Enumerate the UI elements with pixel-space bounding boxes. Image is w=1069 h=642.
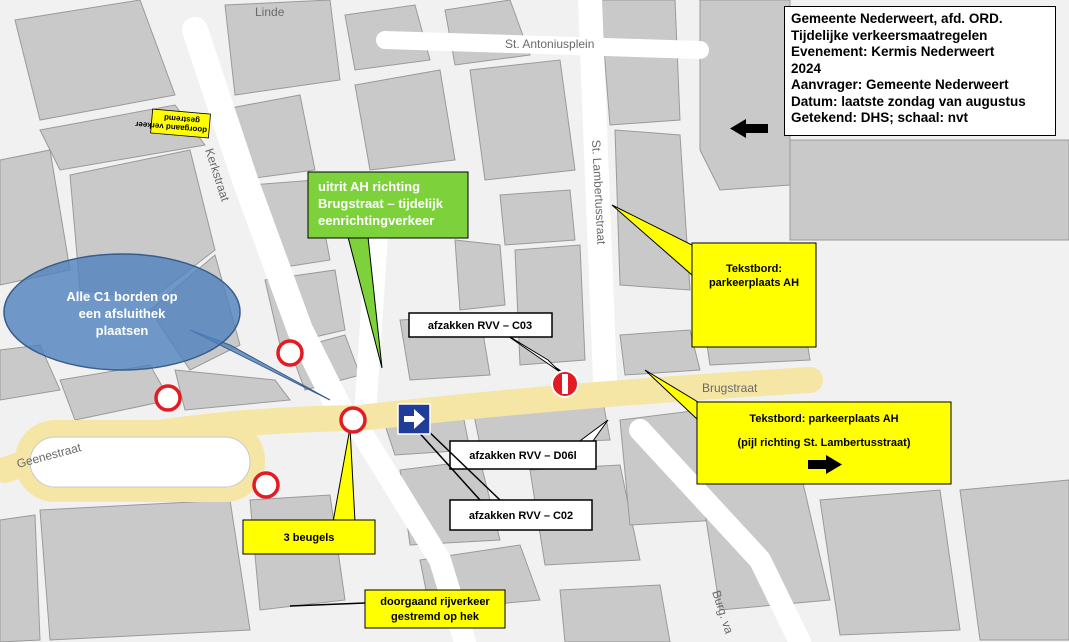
building	[454, 239, 506, 311]
afzakken-d06l-box	[449, 440, 597, 470]
closed-road-sign-icon	[551, 370, 579, 398]
tekstbord-right-line1: Tekstbord: parkeerplaats AH	[749, 413, 898, 425]
afzakken-c03-pointer	[504, 333, 561, 373]
no-entry-sign-icon	[154, 384, 182, 412]
green-callout-line3: eenrichtingverkeer	[318, 213, 434, 228]
beugels-callout: 3 beugels	[242, 427, 376, 555]
small-yellow-sign: doorgaand verkeer gestremd	[135, 108, 211, 139]
afzakken-c02-leader-1	[414, 427, 481, 501]
building	[619, 329, 701, 376]
tekstbord-top-callout: Tekstbord: parkeerplaats AH	[611, 204, 817, 348]
small-sign-line2: gestremd	[163, 113, 200, 125]
no-entry-sign-icon	[276, 339, 304, 367]
afzakken-c03-label: afzakken RVV – C03	[428, 320, 532, 332]
afzakken-c03-callout: afzakken RVV – C03	[408, 312, 563, 373]
building	[469, 59, 576, 181]
label-lindestraat: Linde	[255, 5, 285, 19]
black-arrow-icon	[808, 455, 842, 474]
street-st-lambertusstraat	[578, 0, 617, 392]
label-st-lambertusstraat: St. Lambertusstraat	[589, 139, 608, 245]
building	[224, 0, 341, 96]
blue-callout-bubble	[3, 253, 241, 371]
small-sign-box	[150, 108, 211, 139]
doorgaand-box	[364, 589, 506, 629]
building	[39, 499, 251, 641]
beugels-box	[242, 519, 376, 555]
green-callout-line1: uitrit AH richting	[318, 179, 420, 194]
blue-callout: Alle C1 borden op een afsluithek plaatse…	[3, 253, 331, 401]
afzakken-c02-callout: afzakken RVV – C02	[414, 427, 593, 531]
green-callout-box	[307, 171, 469, 239]
afzakken-d06l-label: afzakken RVV – D06l	[469, 450, 576, 462]
afzakken-c03-box	[408, 312, 553, 338]
tekstbord-right-box	[696, 401, 952, 485]
blue-callout-line3: plaatsen	[96, 323, 149, 338]
direction-arrow-sign-icon	[397, 403, 431, 435]
tekstbord-top-box	[691, 242, 817, 348]
building	[559, 584, 671, 642]
tekstbord-right-callout: Tekstbord: parkeerplaats AH (pijl richti…	[644, 369, 952, 485]
no-entry-sign-icon	[252, 471, 280, 499]
afzakken-d06l-callout: afzakken RVV – D06l	[449, 419, 609, 470]
road-loop-island	[29, 436, 251, 488]
street-st-antoniusplein	[376, 31, 709, 59]
building	[0, 514, 41, 642]
building	[789, 139, 1069, 241]
building	[819, 489, 961, 636]
building	[499, 189, 576, 246]
afzakken-c02-box	[449, 499, 593, 531]
info-line-4: 2024	[791, 60, 822, 76]
doorgaand-line1: doorgaand rijverkeer	[380, 596, 490, 608]
label-brugstraat: Brugstraat	[702, 381, 758, 395]
building	[959, 479, 1069, 641]
building	[14, 0, 176, 121]
c1-signs	[154, 339, 367, 499]
blue-callout-line1: Alle C1 borden op	[66, 289, 177, 304]
info-line-1: Gemeente Nederweert, afd. ORD.	[791, 11, 1003, 26]
black-arrow-icon	[730, 119, 768, 138]
beugels-label: 3 beugels	[284, 532, 335, 544]
street-burg	[629, 419, 811, 642]
info-line-2: Tijdelijke verkeersmaatregelen	[791, 27, 988, 43]
doorgaand-callout: doorgaand rijverkeer gestremd op hek	[289, 589, 506, 629]
tekstbord-top-line1: Tekstbord:	[726, 263, 782, 275]
label-st-antoniusplein: St. Antoniusplein	[505, 37, 594, 51]
afzakken-c02-label: afzakken RVV – C02	[469, 510, 573, 522]
blue-callout-line2: een afsluithek	[79, 306, 166, 321]
doorgaand-line2: gestremd op hek	[391, 611, 480, 623]
info-line-3: Evenement: Kermis Nederweert	[791, 44, 995, 59]
street-kerkstraat	[182, 17, 358, 433]
no-entry-sign-icon	[339, 406, 367, 434]
tekstbord-right-line2: (pijl richting St. Lambertusstraat)	[738, 437, 911, 449]
info-line-7: Getekend: DHS; schaal: nvt	[791, 110, 969, 125]
building	[599, 0, 681, 126]
info-line-6: Datum: laatste zondag van augustus	[791, 93, 1026, 109]
info-line-5: Aanvrager: Gemeente Nederweert	[791, 77, 1009, 92]
tekstbord-top-line2: parkeerplaats AH	[709, 277, 799, 289]
green-callout-line2: Brugstraat – tijdelijk	[318, 196, 444, 211]
building	[699, 0, 791, 191]
building	[614, 129, 691, 291]
doorgaand-leader	[289, 602, 366, 607]
green-callout: uitrit AH richting Brugstraat – tijdelij…	[307, 171, 469, 369]
afzakken-c02-leader-2	[424, 427, 501, 501]
info-box: Gemeente Nederweert, afd. ORD. Tijdelijk…	[784, 6, 1056, 136]
building	[354, 69, 456, 171]
